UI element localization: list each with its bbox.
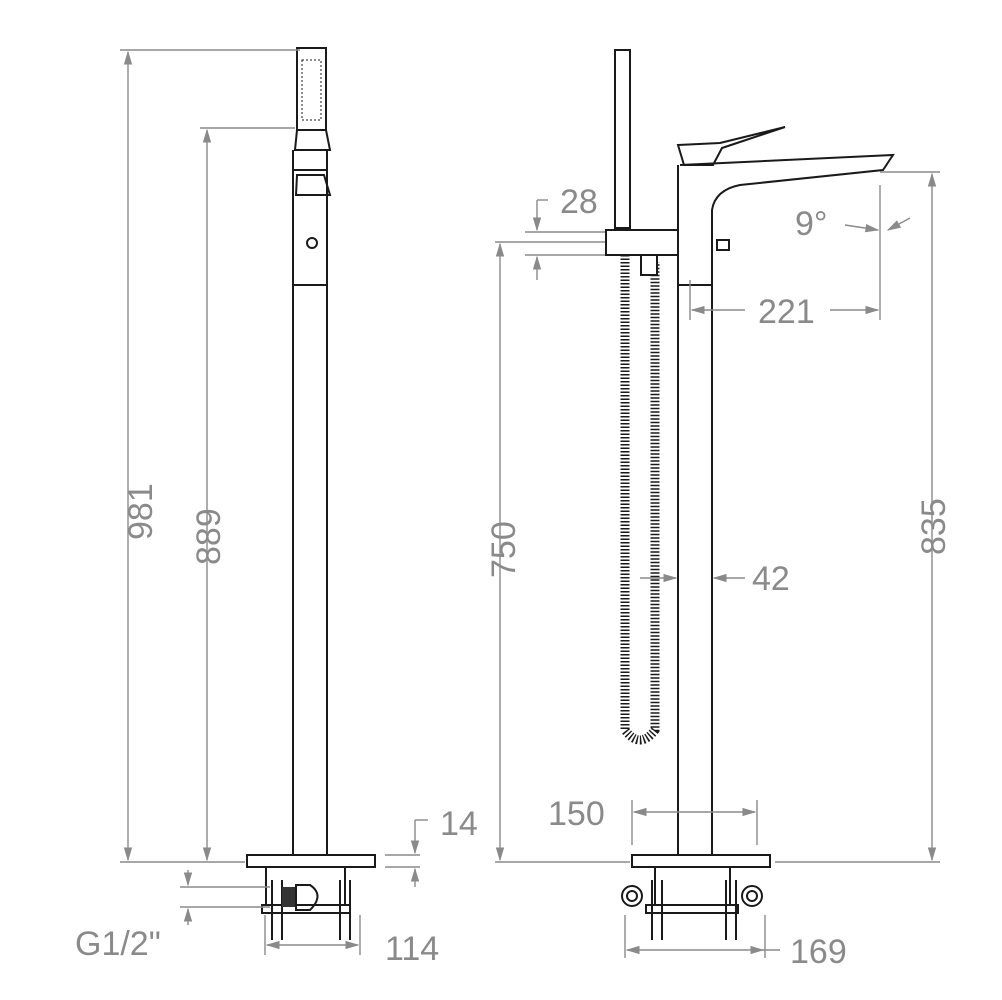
dim-150: 150 bbox=[548, 795, 605, 833]
mixer-body bbox=[292, 150, 332, 855]
spray-nozzles bbox=[301, 59, 322, 121]
front-view bbox=[605, 49, 895, 940]
floor-fixing bbox=[621, 867, 763, 940]
lever-handle bbox=[676, 126, 786, 166]
floor-fixing bbox=[261, 867, 351, 940]
diverter-button bbox=[306, 237, 318, 249]
dim-9deg: 9° bbox=[795, 205, 828, 243]
handshower-neck bbox=[293, 129, 332, 151]
side-view bbox=[246, 47, 376, 940]
dim-114: 114 bbox=[385, 930, 439, 968]
shower-hose bbox=[620, 255, 660, 745]
dimension-lines bbox=[120, 49, 940, 958]
dim-g12: G1/2" bbox=[75, 925, 161, 963]
diverter-knob bbox=[716, 239, 730, 251]
base-plate bbox=[246, 854, 376, 868]
base-plate bbox=[631, 854, 771, 868]
handshower-holder bbox=[605, 229, 679, 256]
dimension-labels: 981 889 14 G1/2" 114 28 9° 221 750 835 4… bbox=[75, 183, 953, 971]
dim-169: 169 bbox=[790, 933, 847, 971]
hose-connector bbox=[640, 254, 658, 276]
dim-750: 750 bbox=[485, 521, 523, 578]
dim-835: 835 bbox=[915, 498, 953, 555]
dim-28: 28 bbox=[560, 183, 598, 221]
dim-889: 889 bbox=[190, 508, 228, 565]
dim-42: 42 bbox=[752, 560, 790, 598]
dim-221: 221 bbox=[758, 293, 815, 331]
dim-981: 981 bbox=[122, 483, 160, 540]
mixer-body-spout bbox=[677, 153, 895, 855]
dim-14: 14 bbox=[440, 805, 478, 843]
handshower bbox=[614, 49, 631, 229]
